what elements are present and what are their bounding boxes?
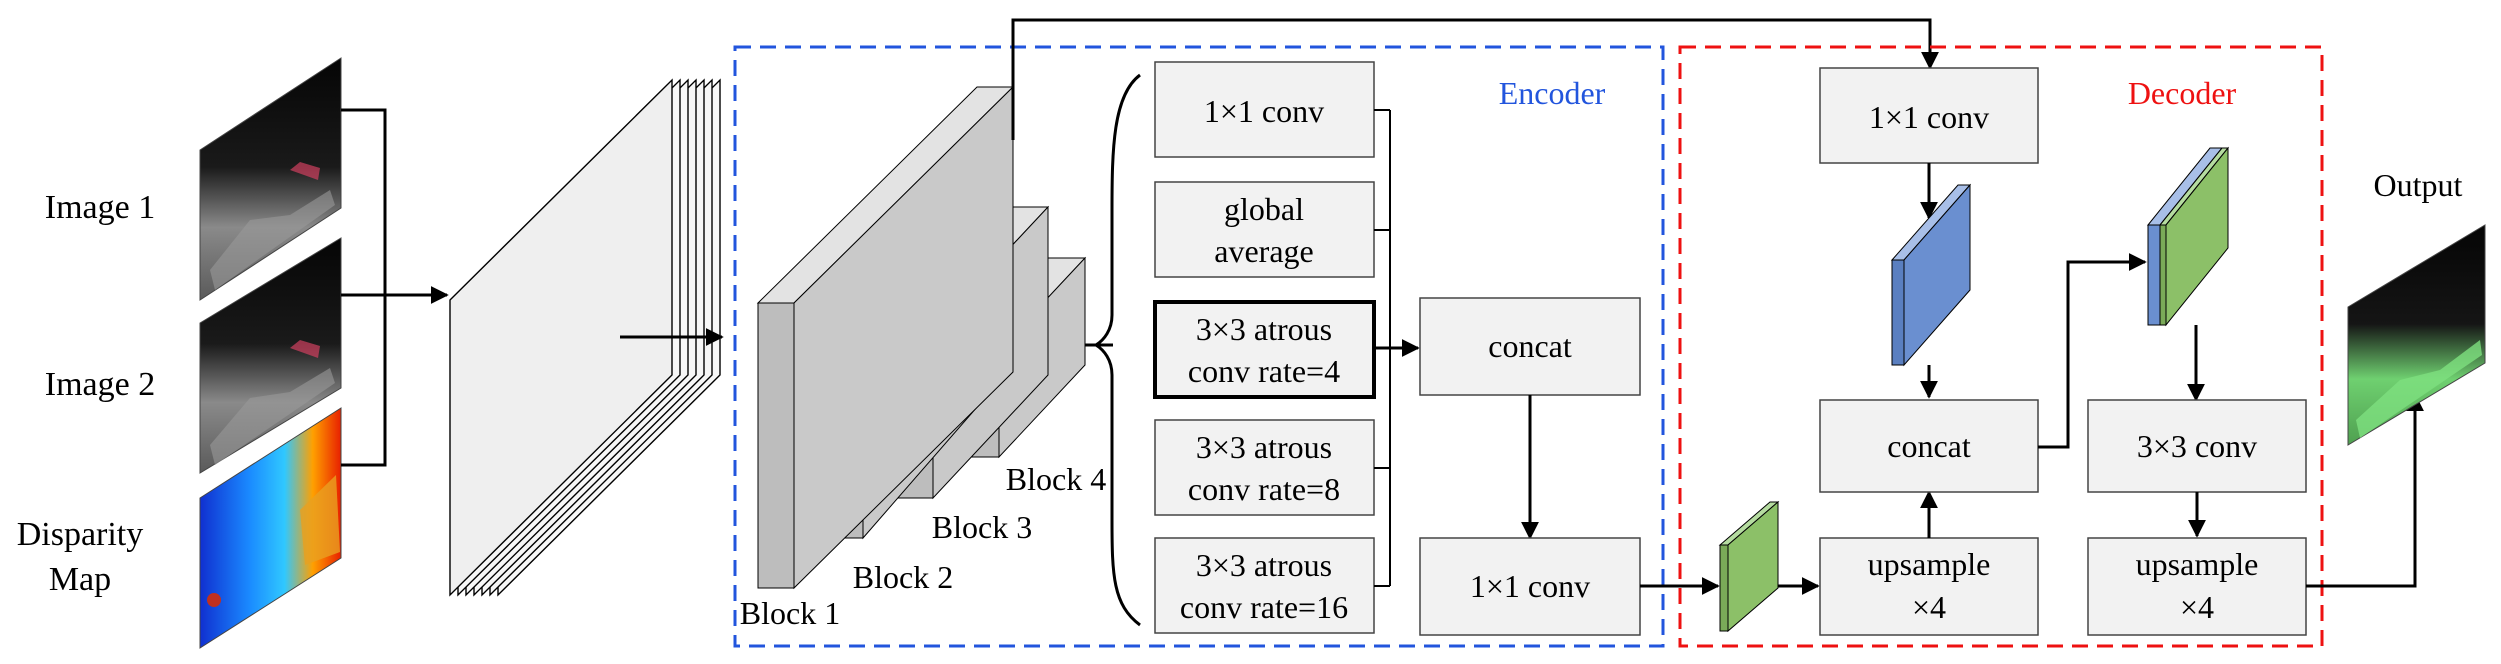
aspp-conv1x1-box: 1×1 conv [1154,61,1375,158]
aspp-atrous8-line2: conv rate=8 [1188,471,1340,507]
aspp-gap-line2: average [1214,233,1313,269]
image1-label: Image 1 [45,189,155,226]
image1-thumbnail [199,57,342,301]
encoder-title: Encoder [1499,75,1606,111]
aspp-atrous-rate16-box: 3×3 atrous conv rate=16 [1154,537,1375,634]
decoder-concat-label: concat [1887,428,1971,464]
decoder-title: Decoder [2128,75,2237,111]
decoder-conv3x3-box: 3×3 conv [2087,399,2307,493]
disparity-label-line2: Map [49,561,111,598]
image2-thumbnail [199,237,342,474]
aspp-atrous-rate8-box: 3×3 atrous conv rate=8 [1154,419,1375,516]
low-level-feature-map [1890,183,1972,367]
output-segmentation-thumbnail [2347,224,2486,446]
feature-map-sheet [449,78,673,597]
aspp-atrous16-line2: conv rate=16 [1180,589,1348,625]
decoder-concat-box: concat [1819,399,2039,493]
block3-label: Block 3 [932,509,1032,545]
block2-label: Block 2 [853,559,953,595]
decoder-conv3x3-label: 3×3 conv [2137,428,2257,464]
encoder-border [733,45,1665,648]
aspp-collector-lines [1374,109,1420,587]
output-label: Output [2374,167,2463,203]
backbone-block-1 [756,85,1015,590]
disparity-map-thumbnail [199,407,342,649]
decoder-border [1678,45,2324,648]
aspp-atrous4-line2: conv rate=4 [1188,353,1340,389]
upsample-b-line2: ×4 [2180,589,2214,625]
low-level-skip-connection [1011,18,1939,140]
aspp-atrous16-line1: 3×3 atrous [1196,547,1332,583]
aspp-conv1x1-label: 1×1 conv [1204,93,1324,129]
block1-label: Block 1 [740,595,840,631]
aspp-gap-line1: global [1224,191,1304,227]
aspp-atrous4-line1: 3×3 atrous [1196,311,1332,347]
decoder-conv1x1-box: 1×1 conv [1819,67,2039,164]
decoder-conv1x1-label: 1×1 conv [1869,99,1989,135]
to-output-arrow [2306,393,2424,588]
upsample-a-line1: upsample [1868,546,1991,582]
block4-label: Block 4 [1006,461,1106,497]
aspp-atrous8-line1: 3×3 atrous [1196,429,1332,465]
image2-label: Image 2 [45,366,155,403]
concat-to-combined-arrow [2038,253,2147,449]
concatenated-feature-map [2146,146,2230,327]
decoder-upsample-a-box: upsample ×4 [1819,537,2039,636]
upsample-b-line1: upsample [2136,546,2259,582]
encoder-conv1x1-out-label: 1×1 conv [1470,568,1590,604]
encoder-concat-box: concat [1419,297,1641,396]
aspp-global-average-box: global average [1154,181,1375,278]
stacked-feature-maps [449,78,721,597]
input-merge-connector [341,108,449,467]
aspp-brace [1093,73,1141,627]
encoder-conv1x1-out-box: 1×1 conv [1419,537,1641,636]
aspp-atrous-rate4-box: 3×3 atrous conv rate=4 [1153,300,1376,399]
encoder-output-feature-map [1718,500,1780,633]
decoder-upsample-b-box: upsample ×4 [2087,537,2307,636]
encoder-concat-label: concat [1488,328,1572,364]
upsample-a-line2: ×4 [1912,589,1946,625]
disparity-label-line1: Disparity [17,516,144,553]
